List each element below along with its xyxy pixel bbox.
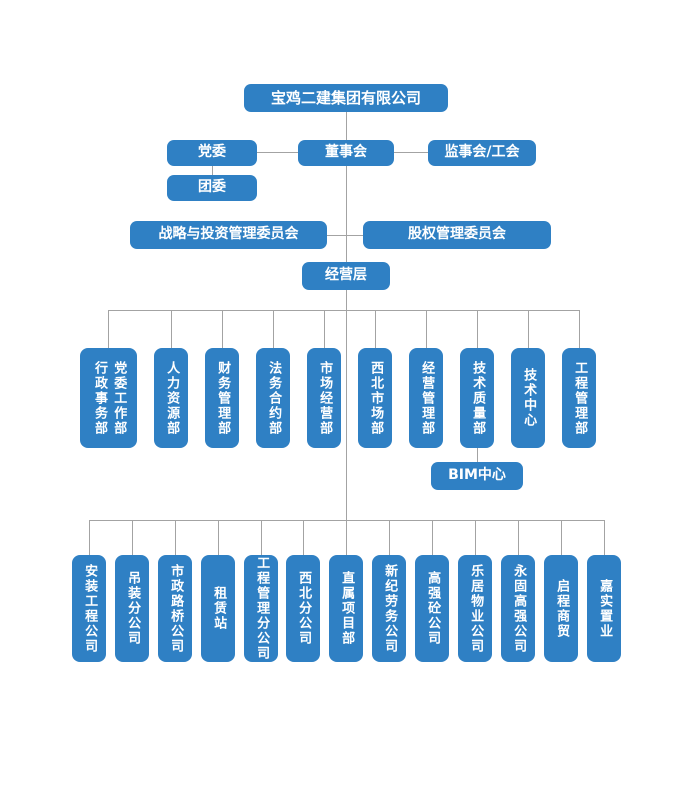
company-box: 乐居物业公司	[458, 555, 492, 662]
dept-label: 西北市场部	[368, 360, 384, 436]
dept-box: 人力资源部	[154, 348, 188, 448]
line-company-drop	[218, 520, 219, 555]
node-root-company: 宝鸡二建集团有限公司	[244, 84, 448, 112]
line-dept-drop	[375, 310, 376, 348]
line-dept-drop	[171, 310, 172, 348]
company-label: 直属项目部	[339, 571, 355, 646]
node-board: 董事会	[298, 140, 394, 166]
dept-box: 工程管理部	[562, 348, 596, 448]
line-company-drop	[175, 520, 176, 555]
dept-box: 法务合约部	[256, 348, 290, 448]
company-box: 西北分公司	[286, 555, 320, 662]
line-root-board	[346, 112, 347, 140]
line-bim-drop	[477, 448, 478, 462]
node-supervisory-union: 监事会/工会	[428, 140, 536, 166]
line-company-drop	[432, 520, 433, 555]
company-box: 直属项目部	[329, 555, 363, 662]
dept-label: 法务合约部	[266, 360, 282, 436]
line-company-drop	[561, 520, 562, 555]
company-label: 市政路桥公司	[168, 563, 184, 654]
node-label: 宝鸡二建集团有限公司	[270, 88, 421, 107]
line-dept-drop	[528, 310, 529, 348]
dept-label: 经营管理部	[419, 360, 435, 436]
node-label: 团委	[198, 179, 226, 196]
line-company-drop	[89, 520, 90, 555]
line-dept-drop	[477, 310, 478, 348]
dept-label: 财务管理部	[215, 360, 231, 436]
company-label: 乐居物业公司	[468, 563, 484, 654]
node-party-committee: 党委	[167, 140, 257, 166]
company-label: 租赁站	[211, 586, 227, 631]
line-company-drop	[303, 520, 304, 555]
company-label: 吊装分公司	[125, 571, 141, 646]
company-box: 启程商贸	[544, 555, 578, 662]
line-dept-drop	[222, 310, 223, 348]
company-box: 工程管理分公司	[244, 555, 278, 662]
company-box: 租赁站	[201, 555, 235, 662]
line-company-drop	[261, 520, 262, 555]
line-board-management	[346, 166, 347, 262]
dept-label: 党委工作部	[111, 360, 127, 436]
dept-box: 财务管理部	[205, 348, 239, 448]
node-label: 战略与投资管理委员会	[158, 226, 299, 243]
company-box: 市政路桥公司	[158, 555, 192, 662]
node-label: 党委	[198, 144, 226, 161]
dept-box: 西北市场部	[358, 348, 392, 448]
node-equity-committee: 股权管理委员会	[363, 221, 551, 249]
node-bim-center: BIM中心	[431, 462, 523, 490]
company-box: 吊装分公司	[115, 555, 149, 662]
company-label: 启程商贸	[554, 578, 570, 639]
dept-label: 市场经营部	[317, 360, 333, 436]
node-management-layer: 经营层	[302, 262, 390, 290]
line-company-drop	[518, 520, 519, 555]
node-label: 董事会	[325, 144, 367, 161]
node-label: 股权管理委员会	[408, 226, 506, 243]
line-company-drop	[346, 520, 347, 555]
company-label: 新纪劳务公司	[382, 563, 398, 654]
dept-label: 行政事务部	[92, 360, 107, 436]
line-committees-horizontal	[327, 235, 363, 236]
company-label: 工程管理分公司	[254, 556, 270, 661]
dept-box-admin-party: 行政事务部 党委工作部	[80, 348, 137, 448]
company-box: 高强砼公司	[415, 555, 449, 662]
node-label: BIM中心	[448, 467, 506, 484]
line-party-youth	[212, 166, 213, 175]
company-label: 安装工程公司	[82, 563, 98, 654]
company-label: 高强砼公司	[425, 571, 441, 646]
dept-box: 技术中心	[511, 348, 545, 448]
line-dept-drop	[426, 310, 427, 348]
line-dept-drop	[579, 310, 580, 348]
dept-box: 市场经营部	[307, 348, 341, 448]
company-label: 永固高强公司	[511, 563, 527, 654]
company-label: 嘉实置业	[597, 578, 613, 639]
company-box: 安装工程公司	[72, 555, 106, 662]
node-youth-league: 团委	[167, 175, 257, 201]
dept-label: 人力资源部	[164, 360, 180, 436]
line-company-drop	[132, 520, 133, 555]
line-company-drop	[475, 520, 476, 555]
dept-label: 技术质量部	[470, 360, 486, 436]
line-management-trunk	[346, 290, 347, 520]
line-dept-drop	[324, 310, 325, 348]
dept-box: 经营管理部	[409, 348, 443, 448]
company-label: 西北分公司	[296, 571, 312, 646]
node-label: 监事会/工会	[444, 144, 520, 161]
dept-box: 技术质量部	[460, 348, 494, 448]
company-box: 嘉实置业	[587, 555, 621, 662]
line-dept-drop	[273, 310, 274, 348]
company-box: 永固高强公司	[501, 555, 535, 662]
dept-label: 技术中心	[521, 368, 537, 428]
company-box: 新纪劳务公司	[372, 555, 406, 662]
line-dept-drop	[108, 310, 109, 348]
line-company-drop	[389, 520, 390, 555]
line-company-drop	[604, 520, 605, 555]
line-dept-distributor	[108, 310, 579, 311]
dept-label: 工程管理部	[572, 360, 588, 436]
node-label: 经营层	[325, 267, 367, 284]
node-strategy-investment-committee: 战略与投资管理委员会	[130, 221, 327, 249]
